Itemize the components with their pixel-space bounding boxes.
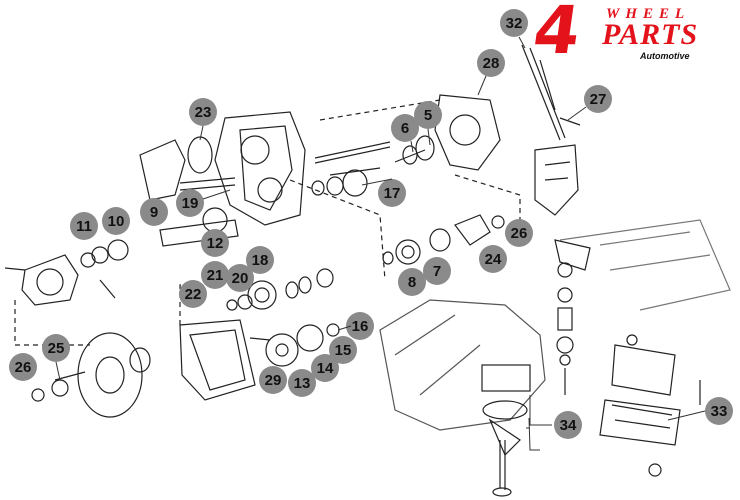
logo-tagline: Automotive — [640, 51, 690, 61]
callout-19: 19 — [176, 189, 204, 217]
svg-text:26: 26 — [511, 225, 528, 242]
svg-text:28: 28 — [483, 55, 500, 72]
callout-34: 34 — [554, 411, 582, 439]
callout-25: 25 — [42, 334, 70, 362]
svg-text:7: 7 — [433, 263, 441, 280]
svg-text:17: 17 — [384, 185, 401, 202]
svg-text:13: 13 — [294, 375, 311, 392]
svg-text:19: 19 — [182, 195, 199, 212]
svg-text:20: 20 — [232, 270, 249, 287]
callout-29: 29 — [259, 366, 287, 394]
svg-text:18: 18 — [252, 252, 269, 269]
callout-15: 15 — [329, 336, 357, 364]
callout-13: 13 — [288, 369, 316, 397]
svg-text:16: 16 — [352, 318, 369, 335]
brand-logo: 4 WHEEL PARTS Automotive — [528, 0, 734, 69]
callout-21: 21 — [201, 261, 229, 289]
svg-text:14: 14 — [317, 360, 334, 377]
callout-18: 18 — [246, 246, 274, 274]
svg-text:25: 25 — [48, 340, 65, 357]
callout-23: 23 — [189, 98, 217, 126]
callout-6: 6 — [391, 114, 419, 142]
svg-text:10: 10 — [108, 213, 125, 230]
logo-word-main: PARTS — [602, 18, 699, 51]
callout-9: 9 — [140, 198, 168, 226]
callout-7: 7 — [423, 257, 451, 285]
callout-26-left: 26 — [9, 353, 37, 381]
callout-5: 5 — [414, 101, 442, 129]
callout-20: 20 — [226, 264, 254, 292]
svg-text:23: 23 — [195, 104, 212, 121]
svg-text:21: 21 — [207, 267, 224, 284]
callout-11: 11 — [70, 212, 98, 240]
logo-word-top: WHEEL — [606, 6, 691, 22]
callout-32: 32 — [500, 9, 528, 37]
svg-text:27: 27 — [590, 91, 607, 108]
svg-text:29: 29 — [265, 372, 282, 389]
svg-text:12: 12 — [207, 235, 224, 252]
callout-14: 14 — [311, 354, 339, 382]
svg-text:6: 6 — [401, 120, 409, 137]
callout-22: 22 — [179, 280, 207, 308]
svg-text:26: 26 — [15, 359, 32, 376]
svg-text:32: 32 — [506, 15, 523, 32]
callout-8: 8 — [398, 268, 426, 296]
callout-28: 28 — [477, 49, 505, 77]
svg-text:5: 5 — [424, 107, 432, 124]
callout-17: 17 — [378, 179, 406, 207]
svg-text:15: 15 — [335, 342, 352, 359]
svg-text:9: 9 — [150, 204, 158, 221]
svg-text:22: 22 — [185, 286, 202, 303]
callout-12: 12 — [201, 229, 229, 257]
callout-10: 10 — [102, 207, 130, 235]
callout-26-right: 26 — [505, 219, 533, 247]
callout-16: 16 — [346, 312, 374, 340]
svg-text:8: 8 — [408, 274, 416, 291]
svg-text:24: 24 — [485, 251, 502, 268]
callout-24: 24 — [479, 245, 507, 273]
svg-text:11: 11 — [76, 218, 92, 235]
callout-27: 27 — [584, 85, 612, 113]
callout-33: 33 — [705, 397, 733, 425]
svg-text:34: 34 — [560, 417, 577, 434]
svg-text:33: 33 — [711, 403, 728, 420]
